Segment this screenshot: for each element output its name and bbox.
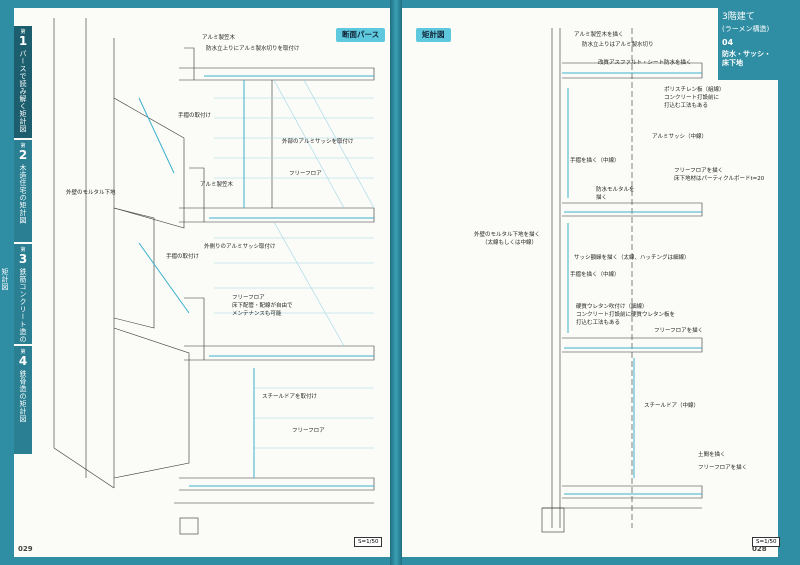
- annotation: コンクリート打設前に: [664, 95, 720, 101]
- annotation: 硬質ウレタン吹付け（細線）: [576, 304, 648, 310]
- annotation: 打込む工法もある: [576, 320, 621, 326]
- annotation: 外側りのアルミサッシ取付け: [204, 244, 276, 250]
- annotation: コンクリート打設前に硬質ウレタン板を: [576, 312, 676, 318]
- annotation: 改質アスファルト・シート防水を描く: [598, 60, 692, 66]
- drawing-scale: S=1/50: [354, 537, 383, 547]
- section-perspective-drawing: [53, 18, 375, 535]
- annotation: 外壁のモルタル下地: [66, 190, 116, 196]
- chapter-subtitle: (ラーメン構造): [722, 25, 770, 33]
- annotation: フリーフロア: [289, 171, 322, 177]
- left-page: 第 1 パースで読み解く矩計図 第 2 木造住宅の矩計図 第 3 鉄筋コンクリー…: [1, 8, 390, 557]
- chapter-heading-box: 3階建て (ラーメン構造) 04 防水・サッシ・床下地: [718, 8, 778, 80]
- annotation: サッシ額縁を描く（太線、ハッチングは細線）: [574, 255, 690, 261]
- annotation: 防水モルタルを: [596, 187, 635, 193]
- tab-number: 3: [18, 252, 28, 266]
- annotation: 描く: [596, 195, 608, 201]
- chapter-section-title: 防水・サッシ・床下地: [722, 50, 771, 67]
- annotation: 防水立上りはアルミ製水切り: [582, 42, 654, 48]
- section-label-perspective: 断面パース: [336, 28, 386, 42]
- tab-title: パースで読み解く矩計図: [19, 50, 27, 133]
- annotation: フリーフロアを描く: [674, 168, 724, 174]
- annotation: アルミ製笠木: [200, 182, 233, 188]
- annotation: 手摺の取付け: [166, 254, 200, 260]
- annotation: フリーフロアを描く: [698, 465, 748, 471]
- annotation: 防水立上りにアルミ製水切りを取付け: [206, 46, 300, 52]
- annotation: アルミ製笠木を描く: [574, 32, 624, 38]
- tab-number: 4: [18, 354, 28, 368]
- section-label-section-drawing: 矩計図: [416, 28, 451, 42]
- chapter-tab-1[interactable]: 第 1 パースで読み解く矩計図: [14, 26, 32, 138]
- tab-title: 木造住宅の矩計図: [19, 164, 27, 224]
- annotation: フリーフロアを描く: [654, 328, 704, 334]
- annotation: スチールドアを取付け: [262, 394, 318, 400]
- annotation: 手摺を描く（中線）: [570, 272, 620, 278]
- annotation: 手摺の取付け: [178, 113, 212, 119]
- chapter-title: 3階建て: [722, 12, 755, 22]
- right-page: 矩計図 3階建て (ラーメン構造) 04 防水・サッシ・床下地 アルミ: [402, 8, 781, 557]
- annotation: （太線もしくは中線）: [482, 240, 538, 246]
- tab-chapter-mark: 第: [20, 29, 26, 35]
- page-number: 029: [18, 545, 33, 553]
- annotation: 床下配管・配線が自由で: [232, 303, 293, 309]
- annotation: 外壁のモルタル下地を描く: [474, 232, 541, 238]
- book-gutter: [390, 0, 402, 565]
- chapter-tab-2[interactable]: 第 2 木造住宅の矩計図: [14, 140, 32, 242]
- tab-chapter-mark: 第: [20, 247, 26, 253]
- tab-chapter-mark: 第: [20, 349, 26, 355]
- annotation: フリーフロア: [292, 428, 325, 434]
- chapter-tab-4[interactable]: 第 4 鉄骨造の矩計図: [14, 346, 32, 454]
- annotation: 土間を描く: [698, 452, 726, 458]
- annotation: 外部のアルミサッシを取付け: [282, 139, 354, 145]
- tab-number: 2: [18, 148, 28, 162]
- annotation: 手摺を描く（中線）: [570, 158, 620, 164]
- annotation: ポリスチレン板（組線）: [664, 87, 725, 93]
- chapter-section-number: 04: [722, 38, 734, 47]
- tab-number: 1: [18, 34, 28, 48]
- annotation: メンテナンスも可能: [232, 311, 282, 317]
- annotation: 打込む工法もある: [664, 103, 709, 109]
- drawing-scale: S=1/50: [752, 537, 781, 547]
- tab-title: 鉄骨造の矩計図: [19, 370, 27, 423]
- page-number: 028: [752, 545, 767, 553]
- annotation: アルミ製笠木: [202, 35, 235, 41]
- annotation: スチールドア（中線）: [644, 403, 700, 409]
- section-detail-drawing: [541, 28, 703, 533]
- annotation: アルミサッシ（中線）: [652, 134, 707, 140]
- annotation: 床下地材はパーティクルボードt=20: [674, 176, 765, 182]
- tab-chapter-mark: 第: [20, 143, 26, 149]
- tab-title: 鉄筋コンクリート造の矩計図: [1, 268, 27, 343]
- chapter-tab-3[interactable]: 第 3 鉄筋コンクリート造の矩計図: [1, 244, 32, 344]
- annotation: フリーフロア: [232, 295, 265, 301]
